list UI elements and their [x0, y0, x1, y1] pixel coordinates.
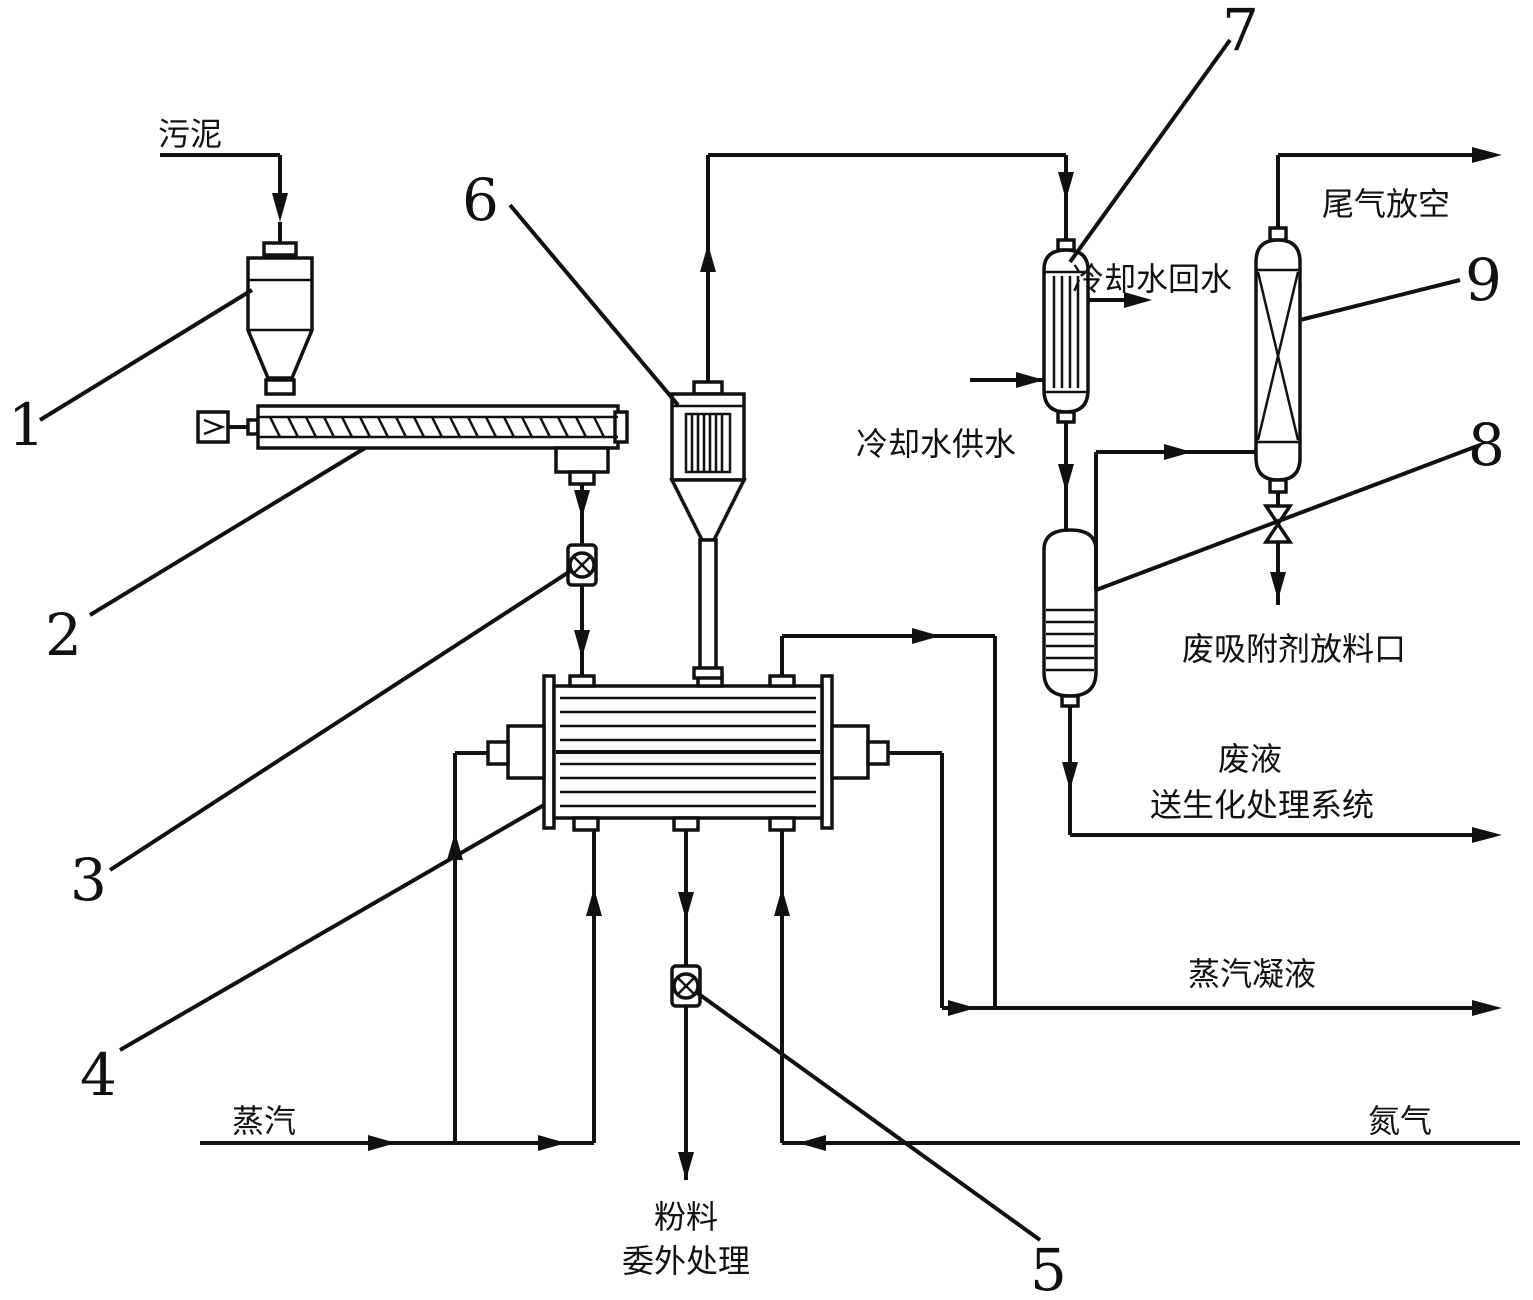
screw-conveyor — [196, 404, 629, 486]
callout-9: 9 — [1465, 246, 1502, 314]
label-powder-line1: 粉料 — [654, 1198, 718, 1236]
adsorption-column — [1254, 226, 1302, 494]
conveyor-to-dryer-line — [574, 484, 590, 675]
callout-3: 3 — [70, 846, 107, 914]
callout-5: 5 — [1030, 1236, 1067, 1300]
callout-8: 8 — [1468, 411, 1505, 479]
callout-leaders — [38, 38, 1481, 1242]
label-nitrogen: 氮气 — [1368, 1102, 1432, 1140]
label-powder-line2: 委外处理 — [622, 1242, 750, 1280]
label-sludge: 污泥 — [158, 115, 222, 153]
paddle-dryer — [486, 674, 890, 832]
gas-liquid-separator — [1042, 528, 1098, 708]
dryer-top-outlet-line — [780, 628, 997, 1008]
callout-6: 6 — [462, 166, 499, 234]
callout-7: 7 — [1222, 0, 1259, 64]
cooling-water-lines — [970, 292, 1152, 388]
tail-gas-vent-line — [1276, 147, 1502, 228]
sludge-hopper — [246, 241, 314, 396]
sludge-feed-line — [160, 153, 288, 245]
label-tail-gas-vent: 尾气放空 — [1322, 185, 1450, 223]
shell-tube-condenser — [1042, 238, 1090, 424]
callout-1: 1 — [8, 391, 45, 459]
waste-liquid-line — [1062, 706, 1502, 843]
steam-condensate-line — [888, 751, 1502, 1016]
gas-line-to-adsorber — [1094, 444, 1256, 590]
label-waste-liquid-line1: 废液 — [1218, 740, 1282, 778]
label-waste-liquid-line2: 送生化处理系统 — [1150, 786, 1374, 824]
label-steam-condensate: 蒸汽凝液 — [1188, 955, 1316, 993]
label-waste-adsorbent-outlet: 废吸附剂放料口 — [1182, 630, 1406, 668]
steam-supply-line — [200, 751, 602, 1151]
powder-discharge-valve — [670, 964, 702, 1008]
label-cooling-water-supply: 冷却水供水 — [856, 425, 1016, 463]
rotary-feed-valve — [566, 543, 598, 587]
label-steam: 蒸汽 — [232, 1102, 296, 1140]
powder-discharge-line — [678, 830, 694, 1180]
vapor-line-to-condenser — [700, 153, 1074, 382]
label-cooling-water-return: 冷却水回水 — [1072, 260, 1232, 298]
adsorbent-discharge-valve — [1262, 492, 1294, 605]
callout-4: 4 — [80, 1041, 117, 1109]
callout-2: 2 — [45, 601, 82, 669]
cyclone-dust-collector — [669, 380, 747, 680]
condensate-line-to-separator — [1058, 422, 1074, 530]
